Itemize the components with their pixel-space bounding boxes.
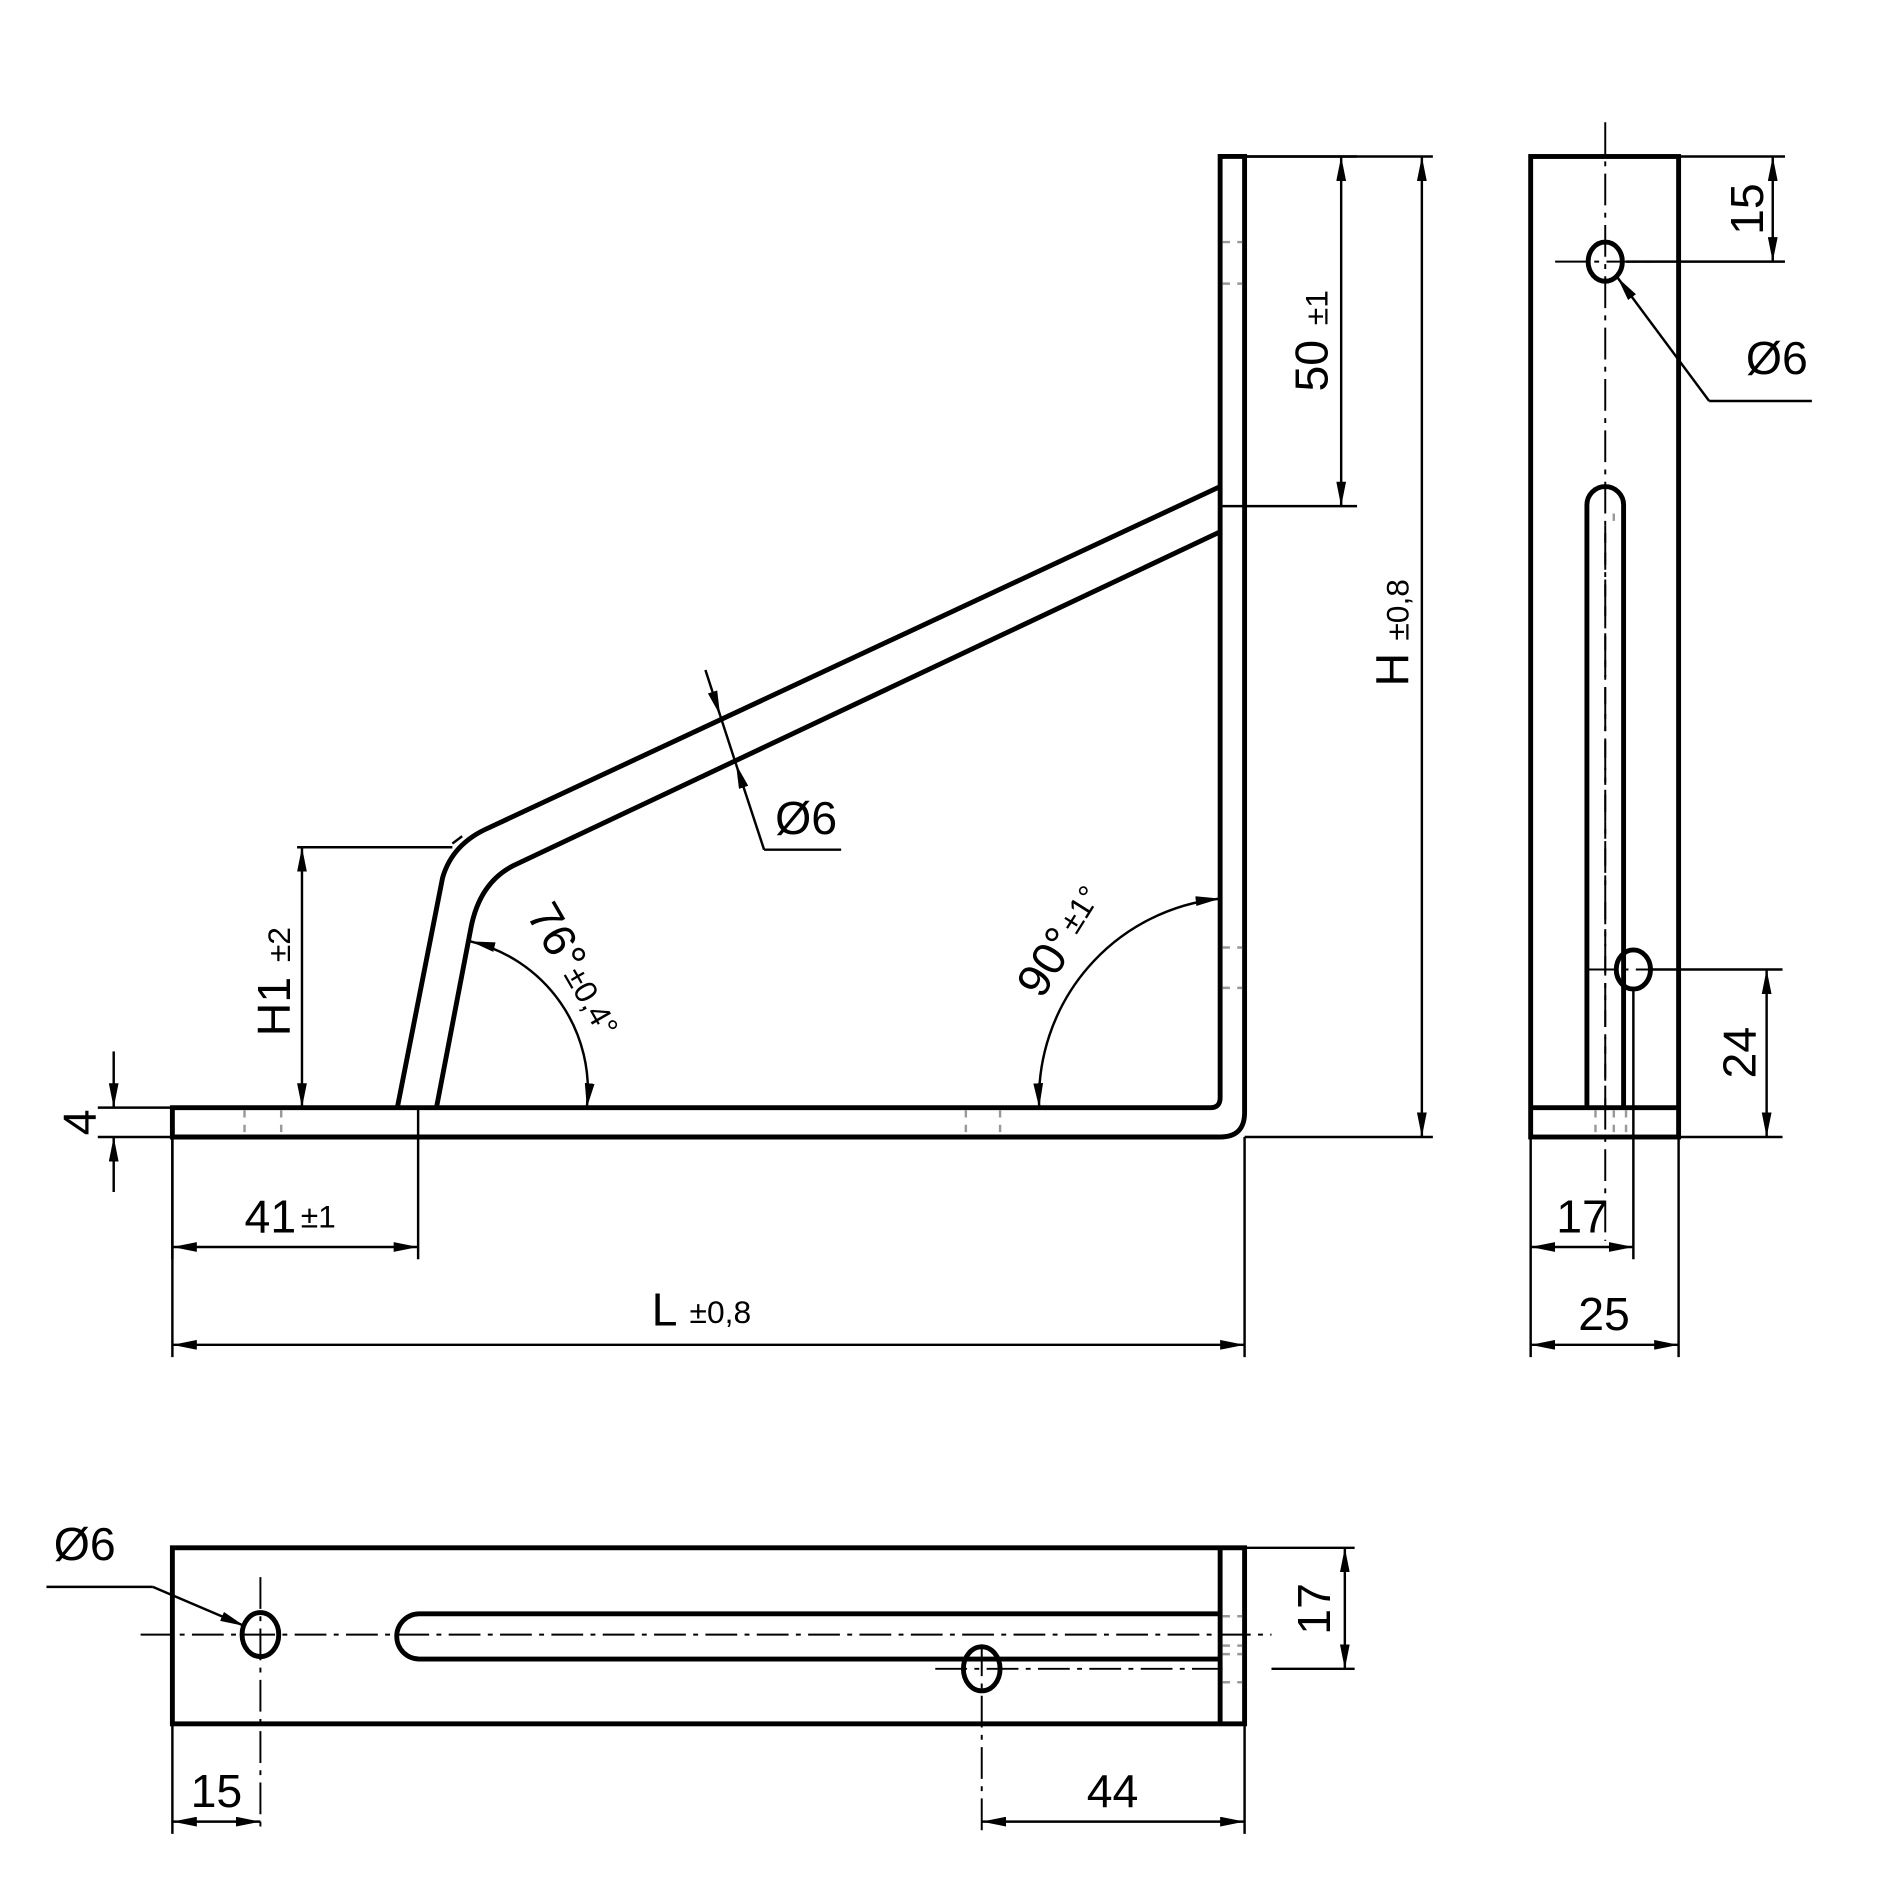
dimension-top-15: 15 bbox=[171, 1723, 261, 1834]
side-25-label: 25 bbox=[1578, 1288, 1630, 1340]
dim-L-tol: ±0,8 bbox=[690, 1294, 752, 1330]
dimension-strut-diameter: Ø6 bbox=[704, 669, 842, 851]
dim-H1-value: H1 bbox=[248, 977, 300, 1036]
dimension-H1: H1±2 bbox=[248, 846, 453, 1108]
dim-50-tol: ±1 bbox=[1299, 290, 1335, 325]
strut-diameter-label: Ø6 bbox=[775, 792, 837, 844]
dim-thickness-value: 4 bbox=[53, 1109, 105, 1135]
top-15-label: 15 bbox=[191, 1765, 243, 1817]
angle-76: 76°±0,4° bbox=[470, 893, 626, 1108]
dim-50-value: 50 bbox=[1286, 340, 1338, 392]
top-view: Ø6 17 15 44 bbox=[46, 1518, 1355, 1834]
dimension-41: 41 ±1 bbox=[171, 1107, 420, 1260]
side-24-label: 24 bbox=[1714, 1027, 1766, 1079]
dimension-side-25: 25 bbox=[1530, 1288, 1679, 1350]
dimension-top-diameter: Ø6 bbox=[46, 1518, 245, 1628]
dim-H-value: H bbox=[1366, 653, 1418, 687]
front-view: 50±1 H±0,8 Ø6 H1±2 4 41 ±1 L ±0,8 bbox=[53, 154, 1433, 1358]
side-15-label: 15 bbox=[1721, 183, 1773, 235]
dimension-side-15: 15 bbox=[1626, 155, 1785, 263]
strut-outer-edge bbox=[394, 484, 1222, 1109]
side-hole-top bbox=[1585, 239, 1625, 284]
dimension-side-24: 24 bbox=[1650, 968, 1783, 1139]
hidden-lines bbox=[243, 240, 1243, 1135]
side-view: 15 Ø6 24 17 25 bbox=[1528, 122, 1812, 1358]
angle-90: 90°±1° bbox=[1006, 879, 1221, 1108]
dimension-top-17: 17 bbox=[1244, 1546, 1355, 1671]
top-slot bbox=[394, 1611, 1221, 1662]
top-44-label: 44 bbox=[1087, 1765, 1139, 1817]
dimension-thickness: 4 bbox=[53, 1051, 173, 1193]
side-diameter-label: Ø6 bbox=[1746, 332, 1808, 384]
dimension-side-diameter: Ø6 bbox=[1616, 276, 1812, 403]
dimension-top-44: 44 bbox=[981, 1723, 1246, 1834]
strut-inner-edge bbox=[434, 529, 1222, 1109]
top-hole-left bbox=[239, 1610, 282, 1660]
dimension-side-17: 17 bbox=[1529, 990, 1680, 1358]
angle-76-tol: ±0,4° bbox=[557, 960, 625, 1042]
dim-H1-tol: ±2 bbox=[261, 927, 297, 962]
top-17-label: 17 bbox=[1288, 1583, 1340, 1635]
dimension-H: H ±0,8 bbox=[1244, 155, 1433, 1139]
dim-L-value: L bbox=[652, 1283, 678, 1335]
top-plate-outline bbox=[169, 1545, 1248, 1727]
dim-H-tol: ±0,8 bbox=[1379, 579, 1415, 641]
side-17-label: 17 bbox=[1556, 1190, 1608, 1242]
top-hole-right bbox=[960, 1644, 1003, 1694]
dim-41-tol: ±1 bbox=[301, 1198, 336, 1234]
top-diameter-label: Ø6 bbox=[54, 1518, 116, 1570]
dimension-L: L ±0,8 bbox=[171, 1137, 1246, 1358]
dim-41-value: 41 bbox=[245, 1190, 297, 1242]
bracket-outline bbox=[169, 154, 1248, 1140]
side-slot bbox=[1584, 484, 1627, 1108]
